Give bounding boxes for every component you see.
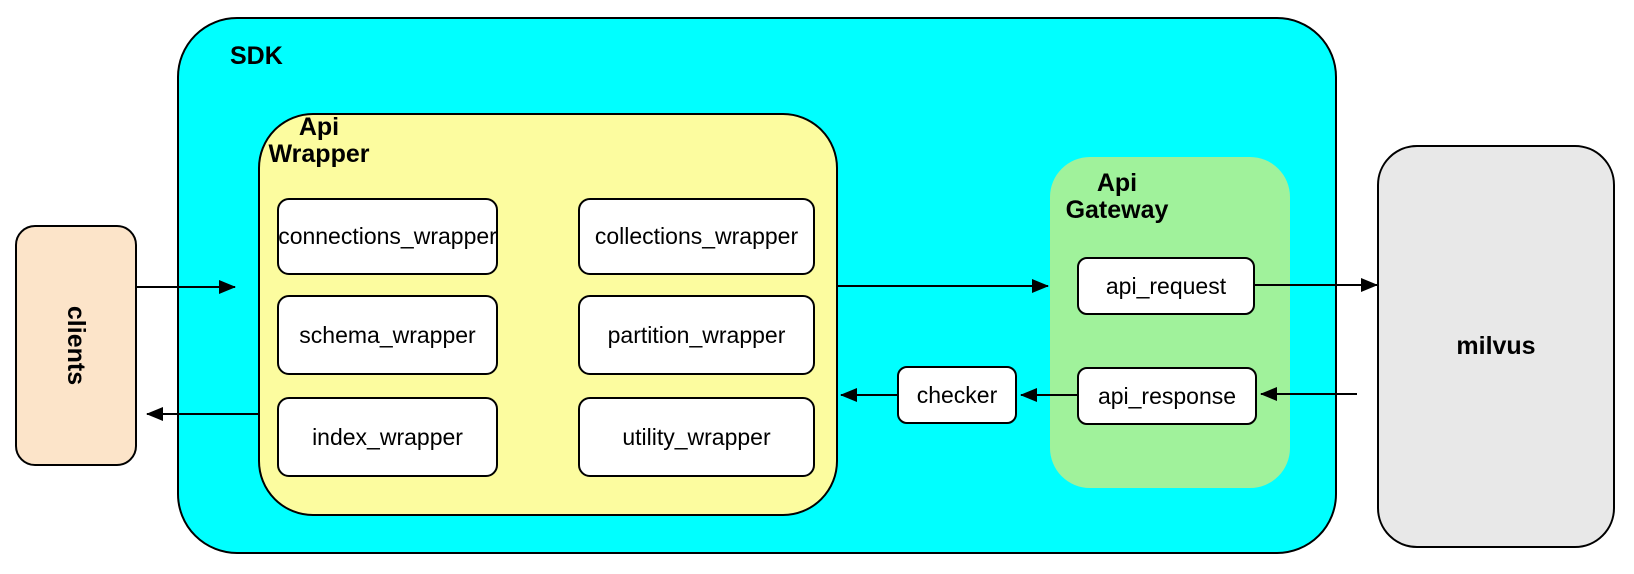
api-wrapper-label: Api Wrapper bbox=[268, 113, 370, 168]
utility-wrapper-label: utility_wrapper bbox=[622, 423, 771, 450]
connections-wrapper-label: connections_wrapper bbox=[278, 223, 497, 249]
clients-box: clients bbox=[15, 225, 137, 466]
milvus-box: milvus bbox=[1377, 145, 1615, 548]
api-request-label: api_request bbox=[1105, 272, 1227, 299]
api-response-box: api_response bbox=[1077, 367, 1257, 425]
checker-label: checker bbox=[916, 381, 998, 408]
api-gateway-container bbox=[1050, 157, 1290, 488]
partition-wrapper-label: partition_wrapper bbox=[607, 321, 786, 348]
collections-wrapper-label: collections_wrapper bbox=[594, 223, 799, 249]
connections-wrapper-box: connections_wrapper bbox=[277, 198, 498, 275]
utility-wrapper-box: utility_wrapper bbox=[578, 397, 815, 477]
api-gateway-label: Api Gateway bbox=[1065, 169, 1169, 224]
clients-label: clients bbox=[62, 305, 91, 386]
sdk-label: SDK bbox=[230, 42, 283, 70]
api-response-label: api_response bbox=[1097, 382, 1237, 409]
collections-wrapper-box: collections_wrapper bbox=[578, 198, 815, 275]
index-wrapper-label: index_wrapper bbox=[312, 423, 463, 450]
index-wrapper-box: index_wrapper bbox=[277, 397, 498, 477]
checker-box: checker bbox=[897, 366, 1017, 424]
api-request-box: api_request bbox=[1077, 257, 1255, 315]
schema-wrapper-label: schema_wrapper bbox=[299, 321, 476, 348]
milvus-label: milvus bbox=[1456, 332, 1536, 360]
partition-wrapper-box: partition_wrapper bbox=[578, 295, 815, 375]
schema-wrapper-box: schema_wrapper bbox=[277, 295, 498, 375]
